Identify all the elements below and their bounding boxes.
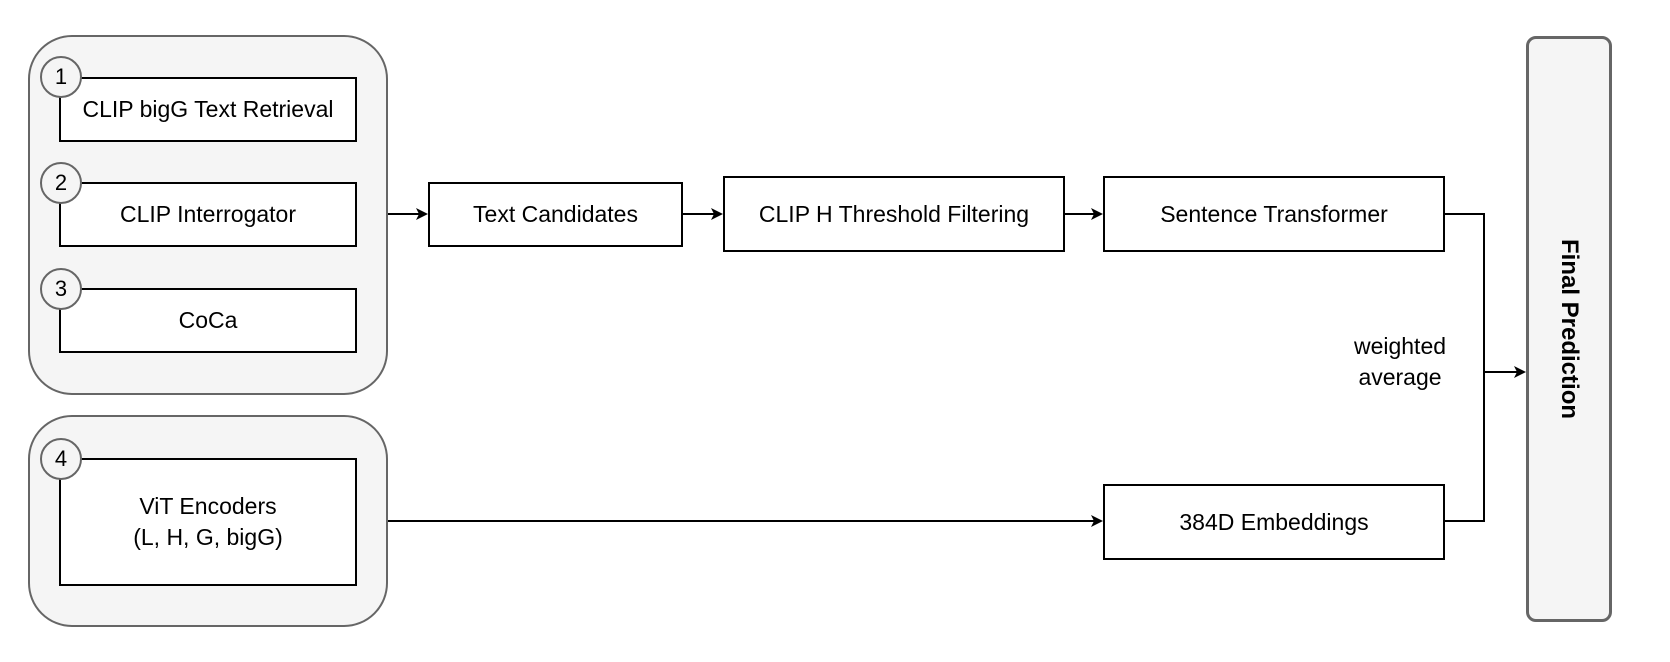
source-label-line1: ViT Encoders bbox=[139, 493, 277, 519]
source-box-clip-interrogator: CLIP Interrogator bbox=[59, 182, 357, 247]
threshold-filtering-box: CLIP H Threshold Filtering bbox=[723, 176, 1065, 252]
sentence-transformer-box: Sentence Transformer bbox=[1103, 176, 1445, 252]
weighted-average-line2: average bbox=[1358, 364, 1442, 390]
text-candidates-label: Text Candidates bbox=[473, 201, 638, 227]
weighted-average-label: weighted average bbox=[1330, 331, 1470, 393]
threshold-filtering-label: CLIP H Threshold Filtering bbox=[758, 200, 1030, 227]
sentence-transformer-label: Sentence Transformer bbox=[1160, 200, 1388, 227]
embeddings-label: 384D Embeddings bbox=[1179, 508, 1369, 535]
source-number-badge: 3 bbox=[40, 268, 82, 310]
source-label: CoCa bbox=[178, 307, 238, 333]
source-label-line2: (L, H, G, bigG) bbox=[133, 524, 283, 550]
source-number-badge: 2 bbox=[40, 162, 82, 204]
source-number-badge: 4 bbox=[40, 438, 82, 480]
embeddings-box: 384D Embeddings bbox=[1103, 484, 1445, 560]
source-box-clip-bigg-text-retrieval: CLIP bigG Text Retrieval bbox=[59, 77, 357, 142]
source-label: CLIP bigG Text Retrieval bbox=[82, 96, 334, 122]
final-prediction-box: Final Prediction bbox=[1526, 36, 1612, 622]
merge-line-bottom bbox=[1445, 372, 1485, 522]
source-box-vit-encoders: ViT Encoders (L, H, G, bigG) bbox=[59, 458, 357, 586]
source-number-badge: 1 bbox=[40, 56, 82, 98]
weighted-average-line1: weighted bbox=[1353, 333, 1447, 359]
source-label: CLIP Interrogator bbox=[119, 201, 296, 227]
source-box-coca: CoCa bbox=[59, 288, 357, 353]
final-prediction-label: Final Prediction bbox=[1556, 238, 1583, 420]
text-candidates-box: Text Candidates bbox=[428, 182, 683, 247]
